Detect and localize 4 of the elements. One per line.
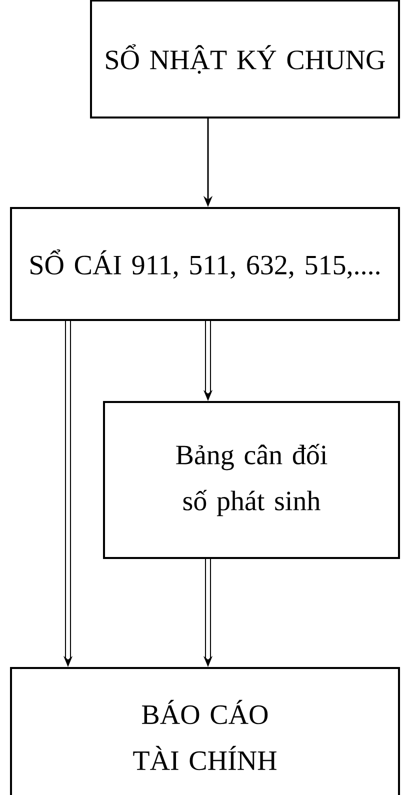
process-box: SỔ CÁI 911, 511, 632, 515,.... [10,207,400,321]
process-box: Bảng cân đối số phát sinh [103,401,400,559]
process-box: BÁO CÁO TÀI CHÍNH [10,667,400,795]
process-box: SỔ NHẬT KÝ CHUNG [90,0,400,118]
